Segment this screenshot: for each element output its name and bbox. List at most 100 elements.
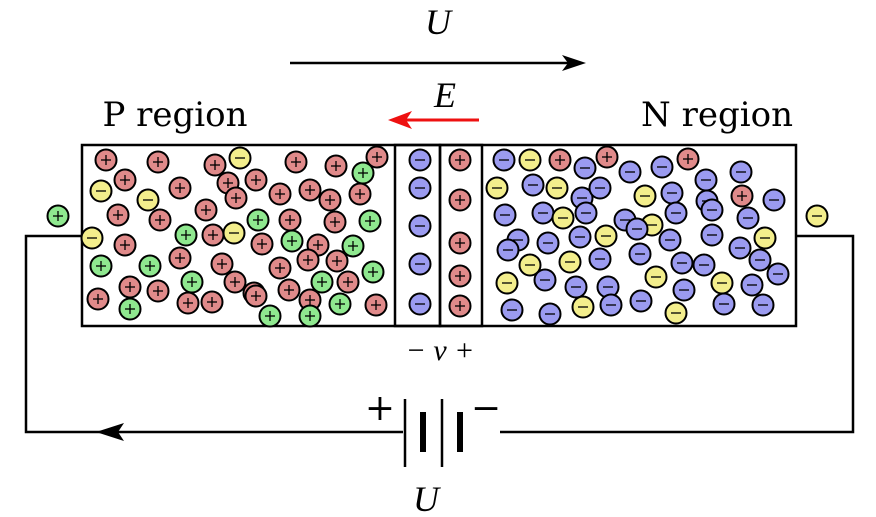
electron-particle — [588, 176, 612, 200]
free-hole-particle — [310, 270, 334, 294]
electron-particle — [408, 214, 432, 238]
hole-particle — [278, 208, 302, 232]
electron-particle — [658, 228, 682, 252]
hole-particle — [113, 168, 137, 192]
electron-particle — [496, 238, 520, 262]
free-electron-particle — [594, 224, 618, 248]
hole-particle — [203, 153, 227, 177]
battery-plus-label: + — [365, 388, 395, 429]
hole-particle — [106, 203, 130, 227]
voltage-arrow — [290, 55, 586, 71]
electron-particle — [700, 223, 724, 247]
charge-carriers — [46, 145, 829, 328]
electron-particle — [660, 181, 684, 205]
electron-particle — [628, 242, 652, 266]
free-electron-particle — [80, 226, 104, 250]
free-hole-particle — [298, 304, 322, 328]
voltage-label-top: U — [425, 2, 453, 42]
free-electron-particle — [545, 176, 569, 200]
electron-particle — [408, 252, 432, 276]
electron-particle — [493, 203, 517, 227]
electron-particle — [736, 206, 760, 230]
hole-particle — [324, 154, 348, 178]
hole-particle — [448, 188, 472, 212]
hole-particle — [268, 256, 292, 280]
hole-particle — [223, 270, 247, 294]
electron-particle — [650, 155, 674, 179]
hole-particle — [244, 168, 268, 192]
p-region-label: P region — [102, 95, 247, 135]
electron-particle — [740, 273, 764, 297]
electron-particle — [573, 156, 597, 180]
free-electron-particle — [551, 206, 575, 230]
hole-particle — [284, 150, 308, 174]
electron-particle — [625, 217, 649, 241]
electron-particle — [533, 268, 557, 292]
free-hole-particle — [341, 234, 365, 258]
electron-particle — [492, 148, 516, 172]
hole-particle — [148, 208, 172, 232]
external-hole-particle — [46, 204, 70, 228]
hole-particle — [364, 293, 388, 317]
electron-particle — [664, 201, 688, 225]
hole-particle — [298, 288, 322, 312]
electron-particle — [729, 160, 753, 184]
free-electron-particle — [753, 226, 777, 250]
electron-particle — [500, 298, 524, 322]
hole-particle — [94, 148, 118, 172]
hole-particle — [168, 246, 192, 270]
hole-particle — [348, 182, 372, 206]
free-electron-particle — [89, 179, 113, 203]
free-electron-particle — [710, 271, 734, 295]
hole-particle — [548, 148, 572, 172]
electron-particle — [766, 262, 790, 286]
external-electron-particle — [805, 204, 829, 228]
electron-particle — [599, 293, 623, 317]
hole-particle — [176, 291, 200, 315]
field-arrow — [388, 111, 479, 129]
hole-particle — [113, 233, 137, 257]
free-hole-particle — [89, 254, 113, 278]
free-electron-particle — [558, 250, 582, 274]
hole-particle — [268, 182, 292, 206]
electron-particle — [692, 253, 716, 277]
free-hole-particle — [280, 229, 304, 253]
hole-particle — [194, 198, 218, 222]
free-hole-particle — [180, 270, 204, 294]
electron-particle — [712, 292, 736, 316]
electron-particle — [670, 251, 694, 275]
electron-particle — [538, 302, 562, 326]
electron-particle — [564, 275, 588, 299]
electron-particle — [700, 198, 724, 222]
electron-particle — [629, 289, 653, 313]
hole-particle — [277, 278, 301, 302]
hole-particle — [448, 231, 472, 255]
free-hole-particle — [351, 161, 375, 185]
free-hole-particle — [361, 260, 385, 284]
hole-particle — [676, 147, 700, 171]
free-electron-particle — [518, 253, 542, 277]
hole-particle — [595, 145, 619, 169]
electron-particle — [536, 231, 560, 255]
hole-particle — [118, 275, 142, 299]
free-electron-particle — [571, 295, 595, 319]
electron-particle — [588, 247, 612, 271]
free-hole-particle — [138, 254, 162, 278]
electron-particle — [408, 292, 432, 316]
electron-particle — [408, 148, 432, 172]
hole-particle — [365, 145, 389, 169]
free-hole-particle — [328, 292, 352, 316]
hole-particle — [323, 210, 347, 234]
free-hole-particle — [358, 209, 382, 233]
hole-particle — [296, 248, 320, 272]
hole-particle — [244, 284, 268, 308]
n-region-label: N region — [641, 95, 793, 135]
hole-particle — [146, 150, 170, 174]
hole-particle — [250, 232, 274, 256]
free-electron-particle — [136, 188, 160, 212]
hole-particle — [448, 264, 472, 288]
hole-particle — [298, 178, 322, 202]
electron-particle — [568, 225, 592, 249]
free-electron-particle — [518, 148, 542, 172]
